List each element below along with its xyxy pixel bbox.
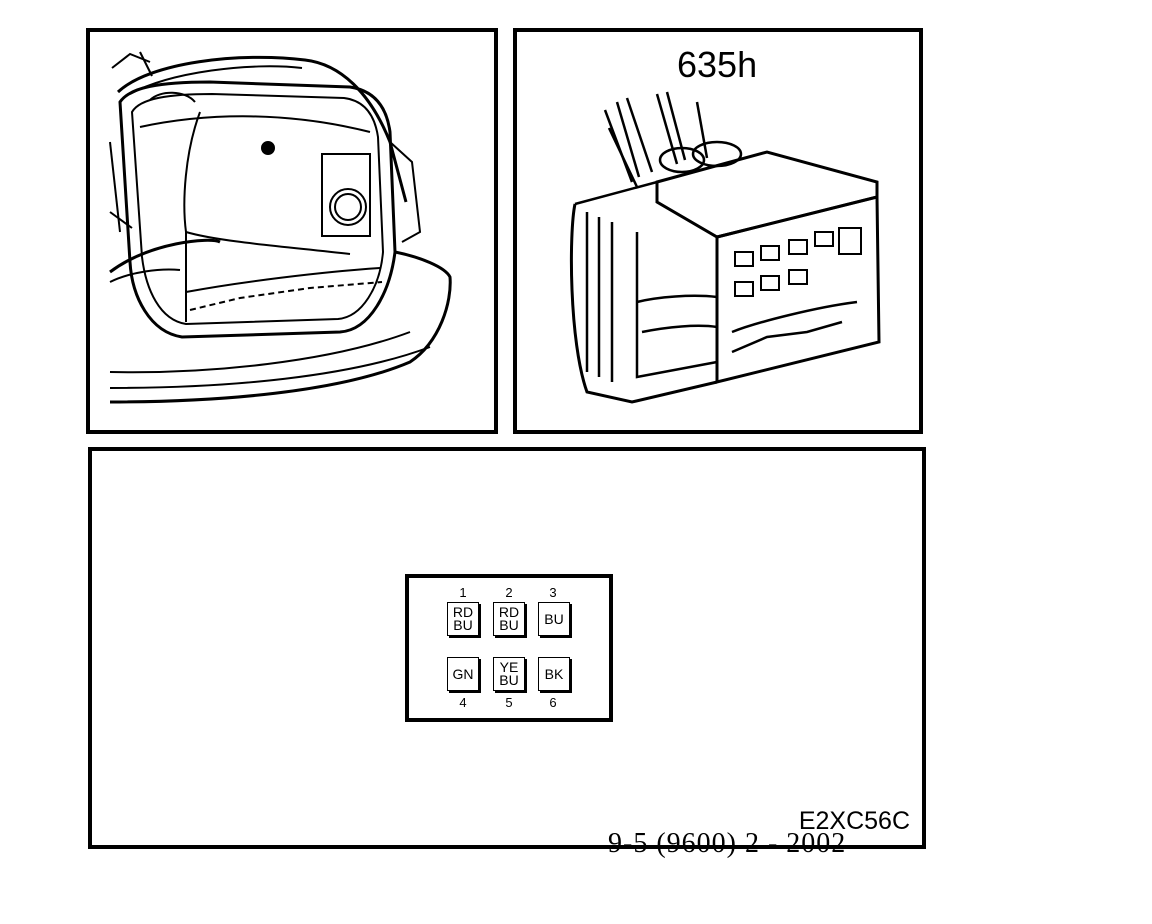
trunk-illustration-panel xyxy=(86,28,498,434)
pin-5-color: YE BU xyxy=(499,659,519,688)
pin-2: RD BU xyxy=(493,602,525,636)
connector-illustration-panel: 635h xyxy=(513,28,923,434)
pin-4-color: GN xyxy=(452,665,474,682)
pin-1-color: RD BU xyxy=(452,604,474,633)
pin-number-6: 6 xyxy=(549,695,557,710)
pin-6: BK xyxy=(538,657,570,691)
diagram-code: E2XC56C xyxy=(798,807,910,835)
connector-label: 635h xyxy=(677,44,758,85)
pin-number-1: 1 xyxy=(459,585,467,600)
pin-4: GN xyxy=(447,657,479,691)
connector-pinout-diagram: 1 2 3 RD BU RD BU BU GN YE BU BK 4 5 xyxy=(405,574,613,722)
pin-6-color: BK xyxy=(544,665,564,682)
pinout-panel: 1 2 3 RD BU RD BU BU GN YE BU BK 4 5 xyxy=(88,447,926,849)
footer-text: 9-5 (9600) 2 - 2002 xyxy=(608,828,847,859)
pin-number-5: 5 xyxy=(505,695,513,710)
pin-2-color: RD BU xyxy=(498,604,520,633)
pin-number-4: 4 xyxy=(459,695,467,710)
pin-1: RD BU xyxy=(447,602,479,636)
connector-illustration xyxy=(569,91,881,404)
pin-5: YE BU xyxy=(493,657,525,691)
pin-number-2: 2 xyxy=(505,585,513,600)
pin-3-color: BU xyxy=(544,610,564,627)
pin-number-3: 3 xyxy=(549,585,557,600)
pin-3: BU xyxy=(538,602,570,636)
car-trunk-illustration xyxy=(109,51,452,404)
